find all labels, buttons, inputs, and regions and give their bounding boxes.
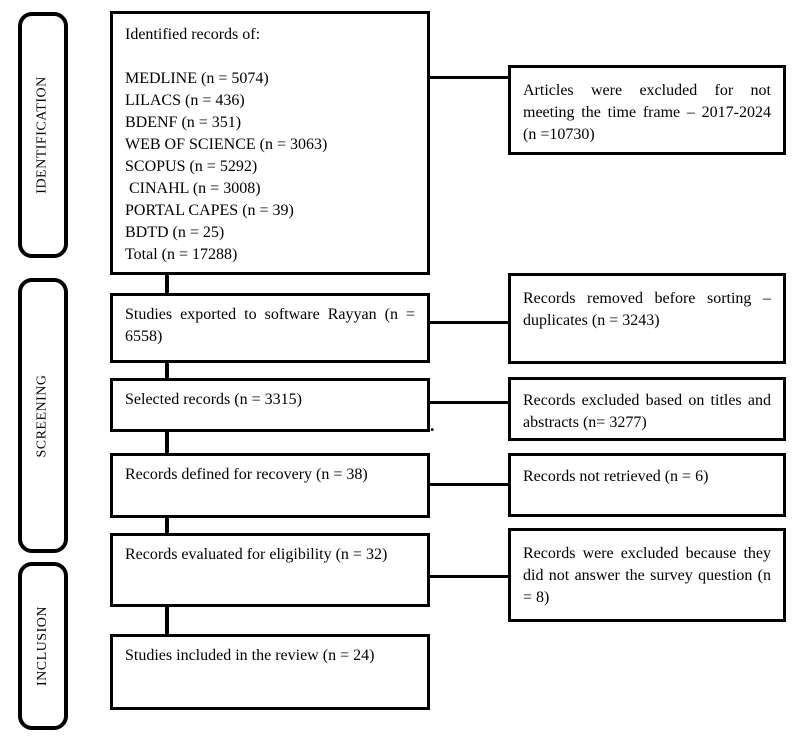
not-retrieved-text: Records not retrieved (n = 6) xyxy=(523,468,709,485)
not-retrieved-box: Records not retrieved (n = 6) xyxy=(508,453,786,517)
excluded-survey-question-text: Records were excluded because they did n… xyxy=(523,545,771,606)
stage-screening-label: SCREENING xyxy=(35,373,50,458)
stage-identification: IDENTIFICATION xyxy=(18,12,68,258)
connector-recovery-to-not-retrieved xyxy=(430,483,508,486)
included-box: Studies included in the review (n = 24) xyxy=(110,634,430,710)
connector-exported-to-duplicates xyxy=(430,321,508,324)
connector-exported-to-selected xyxy=(165,363,169,378)
connector-recovery-to-eligibility xyxy=(165,518,169,533)
connector-selected-to-recovery xyxy=(165,432,169,453)
excluded-survey-question-box: Records were excluded because they did n… xyxy=(508,528,786,622)
excluded-timeframe-text: Articles were excluded for not meeting t… xyxy=(523,82,771,143)
stage-screening: SCREENING xyxy=(18,278,68,553)
connector-identification-to-exported xyxy=(165,275,169,293)
stage-inclusion: INCLUSION xyxy=(18,562,68,730)
selected-records-text: Selected records (n = 3315) xyxy=(125,391,302,408)
recovery-box: Records defined for recovery (n = 38) xyxy=(110,453,430,518)
eligibility-box: Records evaluated for eligibility (n = 3… xyxy=(110,533,430,607)
stage-identification-label: IDENTIFICATION xyxy=(35,76,50,194)
connector-eligibility-to-included xyxy=(165,607,169,634)
database-count-line: SCOPUS (n = 5292) xyxy=(125,158,258,175)
connector-identification-to-excluded xyxy=(430,76,508,79)
connector-eligibility-to-excluded-survey xyxy=(430,575,508,578)
stray-period-mark: . xyxy=(430,415,435,435)
database-count-line: MEDLINE (n = 5074) xyxy=(125,70,269,87)
database-count-line: BDTD (n = 25) xyxy=(125,224,225,241)
database-count-line: BDENF (n = 351) xyxy=(125,114,242,131)
excluded-titles-abstracts-box: Records excluded based on titles and abs… xyxy=(508,377,786,441)
identification-heading: Identified records of: xyxy=(125,26,261,43)
selected-records-box: Selected records (n = 3315) xyxy=(110,378,430,432)
stage-inclusion-label: INCLUSION xyxy=(35,606,51,686)
database-count-line: PORTAL CAPES (n = 39) xyxy=(125,202,294,219)
blank-line xyxy=(125,46,415,68)
included-text: Studies included in the review (n = 24) xyxy=(125,647,375,664)
duplicates-removed-box: Records removed before sorting – duplica… xyxy=(508,273,786,364)
duplicates-removed-text: Records removed before sorting – duplica… xyxy=(523,290,771,329)
exported-rayyan-text: Studies exported to software Rayyan (n =… xyxy=(125,306,415,345)
excluded-titles-abstracts-text: Records excluded based on titles and abs… xyxy=(523,392,771,431)
database-count-line: CINAHL (n = 3008) xyxy=(125,180,261,197)
total-count-line: Total (n = 17288) xyxy=(125,246,238,263)
excluded-timeframe-box: Articles were excluded for not meeting t… xyxy=(508,65,786,155)
eligibility-text: Records evaluated for eligibility (n = 3… xyxy=(125,546,388,563)
recovery-text: Records defined for recovery (n = 38) xyxy=(125,466,368,483)
exported-rayyan-box: Studies exported to software Rayyan (n =… xyxy=(110,293,430,363)
database-count-line: LILACS (n = 436) xyxy=(125,92,245,109)
database-count-line: WEB OF SCIENCE (n = 3063) xyxy=(125,136,328,153)
identification-records-box: Identified records of: MEDLINE (n = 5074… xyxy=(110,11,430,275)
connector-selected-to-excluded-titles xyxy=(430,401,508,404)
